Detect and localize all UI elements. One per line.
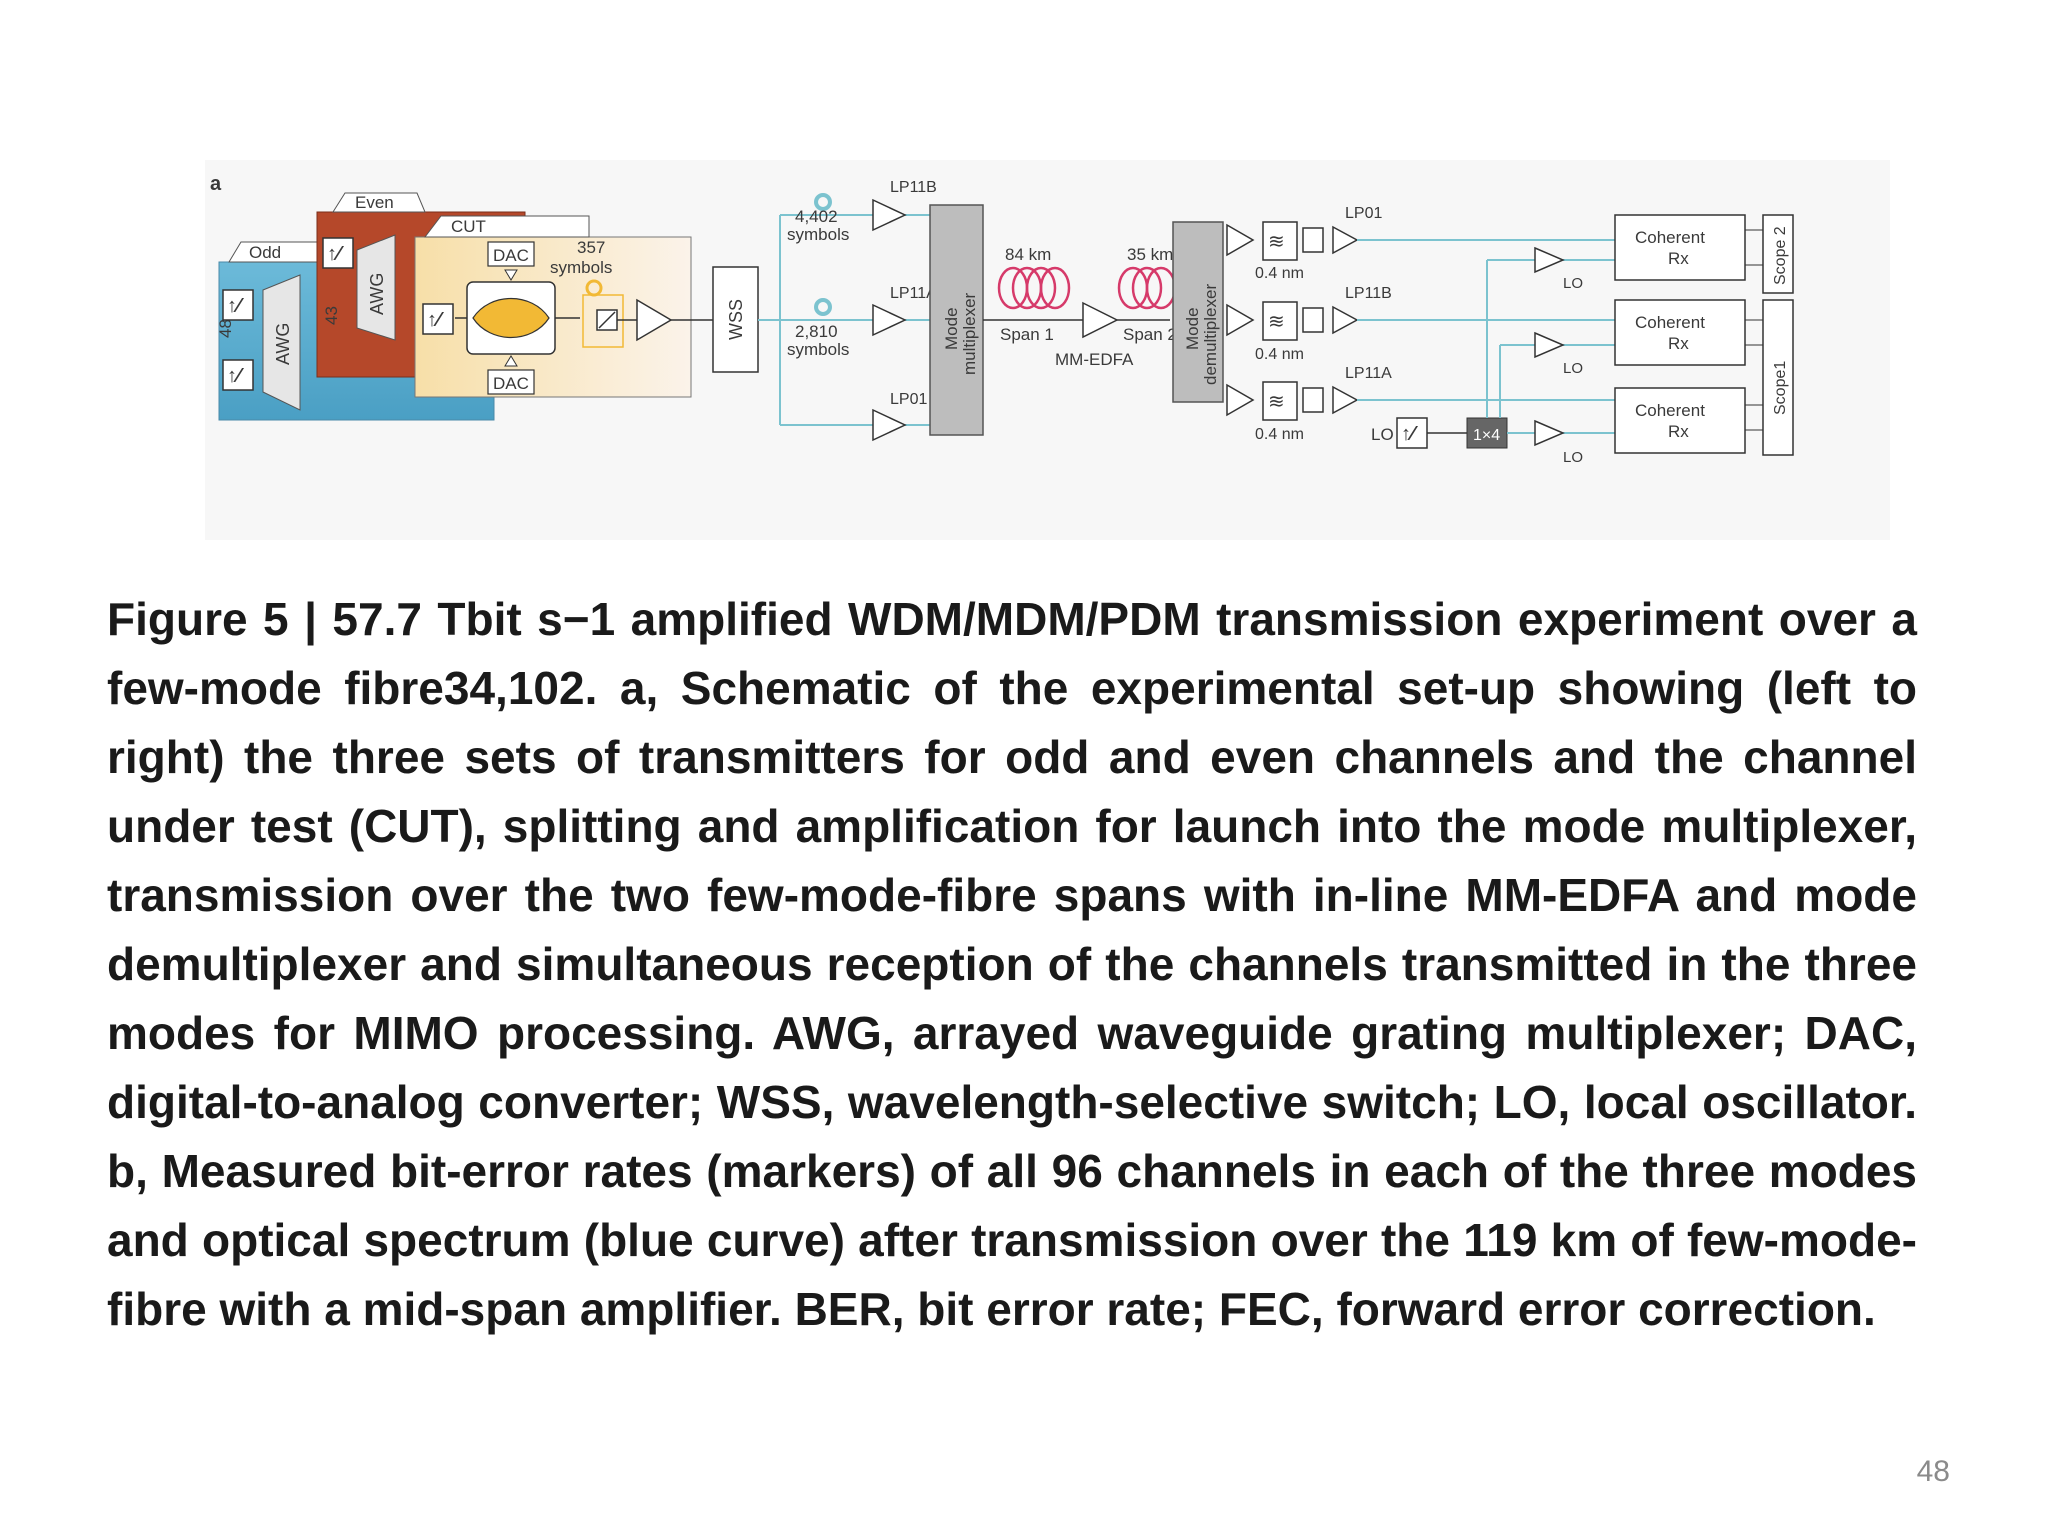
rx1-line1: Coherent [1635,228,1705,247]
wss-label: WSS [726,299,746,340]
dac-top-label: DAC [493,246,529,265]
amp-lp11a [872,303,907,337]
scope2-label: Scope 2 [1772,226,1789,285]
splitter-1x4 [1466,417,1508,449]
odd-count: 48 [216,319,235,338]
panel-label: a [210,173,222,195]
lo-amp-3 [1534,419,1565,447]
amp-lp01 [872,408,907,442]
mux-line2: multiplexer [960,292,979,375]
coherent-rx-3: Coherent Rx [1614,387,1746,454]
lo-label-1: LO [1563,275,1583,292]
symbols-2810-num: 2,810 [795,322,838,341]
symbols-4402-num: 4,402 [795,207,838,226]
splitter-label: 1×4 [1473,427,1500,444]
mux-line1: Mode [942,307,961,350]
mode-multiplexer: Mode multiplexer [929,204,984,436]
filter-bw-1: 0.4 nm [1255,265,1304,282]
lo-amp-2 [1534,331,1565,359]
scope-1: Scope1 [1745,299,1794,456]
split-lines [758,214,930,426]
rx2-line2: Rx [1668,334,1689,353]
rx3-line1: Coherent [1635,401,1705,420]
odd-awg-label: AWG [273,323,293,365]
rx2-line1: Coherent [1635,313,1705,332]
lp01-label-rx: LP01 [1345,205,1382,222]
svg-text:≋: ≋ [1268,311,1285,333]
dac-bottom-label: DAC [493,374,529,393]
amp-lp11b [872,198,907,232]
even-awg-label: AWG [367,273,387,315]
cut-transmitter: CUT ↑⁄ DAC DAC 357 symbols [414,215,713,398]
scope-2: Scope 2 [1745,214,1794,294]
lp11b-label-tx: LP11B [890,179,937,196]
lo-label-3: LO [1563,449,1583,466]
odd-label: Odd [249,243,281,262]
demux-line2: demultiplexer [1201,284,1220,385]
symbols-357-num: 357 [577,238,605,257]
span2-label: Span 2 [1123,325,1177,344]
span1-fibre-coil [997,266,1071,310]
figure-panel: a Odd 48 ↑⁄ ↑⁄ AWG Even ↑⁄ 43 AWG CUT ↑⁄… [205,160,1890,540]
lo-amp-1 [1534,246,1565,274]
span2-km: 35 km [1127,245,1173,264]
lo-source-label: LO [1371,425,1394,444]
setup-schematic: a Odd 48 ↑⁄ ↑⁄ AWG Even ↑⁄ 43 AWG CUT ↑⁄… [210,173,1794,466]
mode-demultiplexer: Mode demultiplexer [1172,221,1224,403]
scope1-label: Scope1 [1772,361,1789,415]
rx3-line2: Rx [1668,422,1689,441]
span1-label: Span 1 [1000,325,1054,344]
lp01-label-tx: LP01 [890,391,927,408]
wss: WSS [712,266,759,373]
figure-caption: Figure 5 | 57.7 Tbit s−1 amplified WDM/M… [107,593,1917,1335]
symbols-4402-word: symbols [787,225,849,244]
rx-row-lp11b: ≋ 0.4 nm LP11B [1226,285,1705,363]
filter-bw-3: 0.4 nm [1255,426,1304,443]
symbols-357-word: symbols [550,258,612,277]
coherent-rx-1: Coherent Rx [1614,214,1746,281]
edfa-label: MM-EDFA [1055,350,1134,369]
rx1-line2: Rx [1668,249,1689,268]
lp11a-label-tx: LP11A [890,285,937,302]
even-count: 43 [322,306,341,325]
filter-bw-2: 0.4 nm [1255,346,1304,363]
mm-edfa-amp [1082,301,1119,339]
svg-text:≋: ≋ [1268,391,1285,413]
lp11b-label-rx: LP11B [1345,285,1392,302]
span1-km: 84 km [1005,245,1051,264]
lo-label-2: LO [1563,360,1583,377]
lo-distribution [1486,259,1615,434]
demux-line1: Mode [1183,307,1202,350]
symbols-2810-word: symbols [787,340,849,359]
svg-text:≋: ≋ [1268,231,1285,253]
cut-label: CUT [451,217,486,236]
rx-row-lp11a: ≋ 0.4 nm LP11A [1226,365,1705,443]
even-label: Even [355,193,394,212]
span2-fibre-coil [1117,266,1177,310]
lp11a-label-rx: LP11A [1345,365,1392,382]
coherent-rx-2: Coherent Rx [1614,299,1746,366]
page-number: 48 [1916,1455,1950,1488]
